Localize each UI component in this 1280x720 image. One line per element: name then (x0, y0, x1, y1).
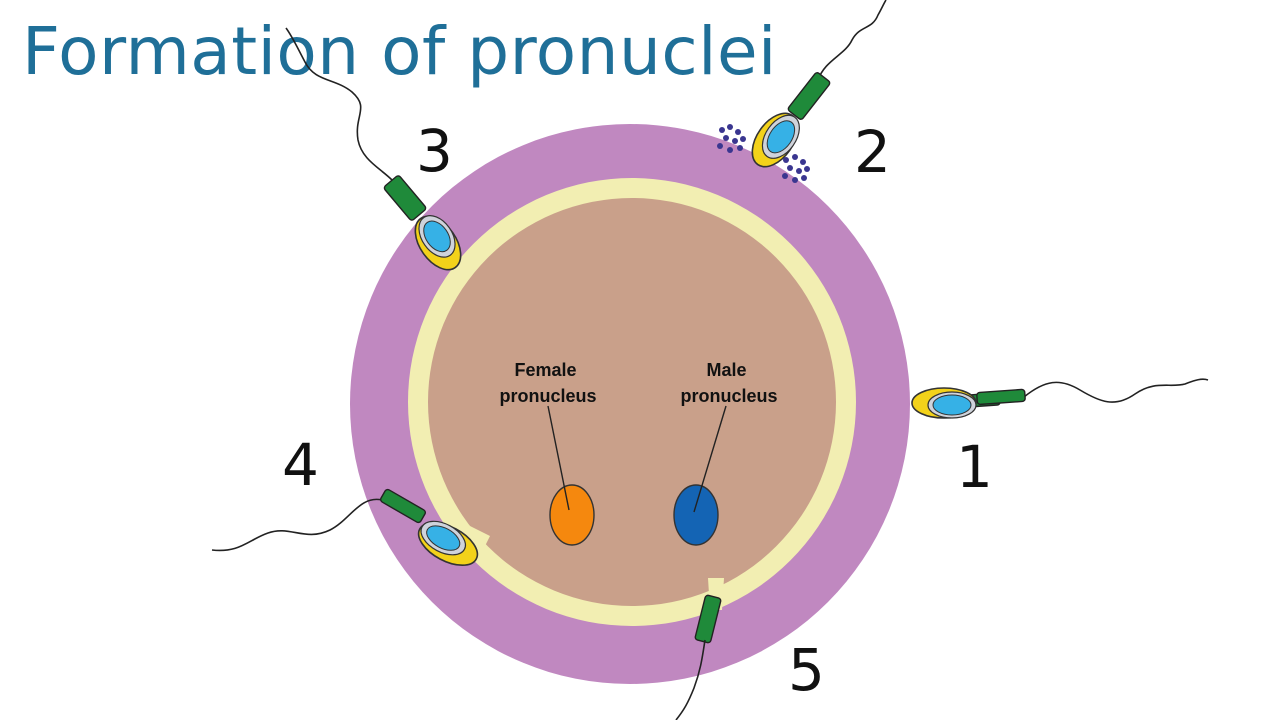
sperm-1-tail (1023, 378, 1209, 403)
sperm-5-tail (675, 639, 706, 720)
step-number-5: 5 (788, 636, 825, 704)
step-number-2: 2 (854, 118, 891, 186)
sperm-1 (911, 378, 1209, 419)
female-pronucleus (549, 484, 595, 546)
sperm-4 (211, 488, 490, 567)
acrosomal-enzymes (717, 124, 810, 183)
sperm-3 (285, 27, 462, 271)
sperm-2 (717, 0, 887, 183)
female-pronucleus-label: Female pronucleus (499, 360, 596, 406)
sperm-4-tail (211, 498, 383, 552)
male-pronucleus (673, 484, 719, 546)
sperm-3-tail (285, 27, 393, 181)
female-label-line-2: pronucleus (499, 386, 596, 406)
oocyte (350, 124, 910, 684)
step-number-1: 1 (956, 433, 993, 501)
male-label-line-1: Male (706, 360, 746, 380)
page-title: Formation of pronuclei (22, 13, 777, 90)
step-number-3: 3 (416, 117, 453, 185)
male-pronucleus-label: Male pronucleus (680, 360, 777, 406)
step-number-4: 4 (282, 431, 319, 499)
female-label-line-1: Female (514, 360, 576, 380)
male-pronucleus-pointer (693, 405, 727, 513)
female-pronucleus-pointer (547, 405, 570, 511)
male-label-line-2: pronucleus (680, 386, 777, 406)
cytoplasm (428, 198, 836, 606)
sperm-5 (675, 578, 724, 720)
sperm-2-tail (817, 0, 887, 81)
